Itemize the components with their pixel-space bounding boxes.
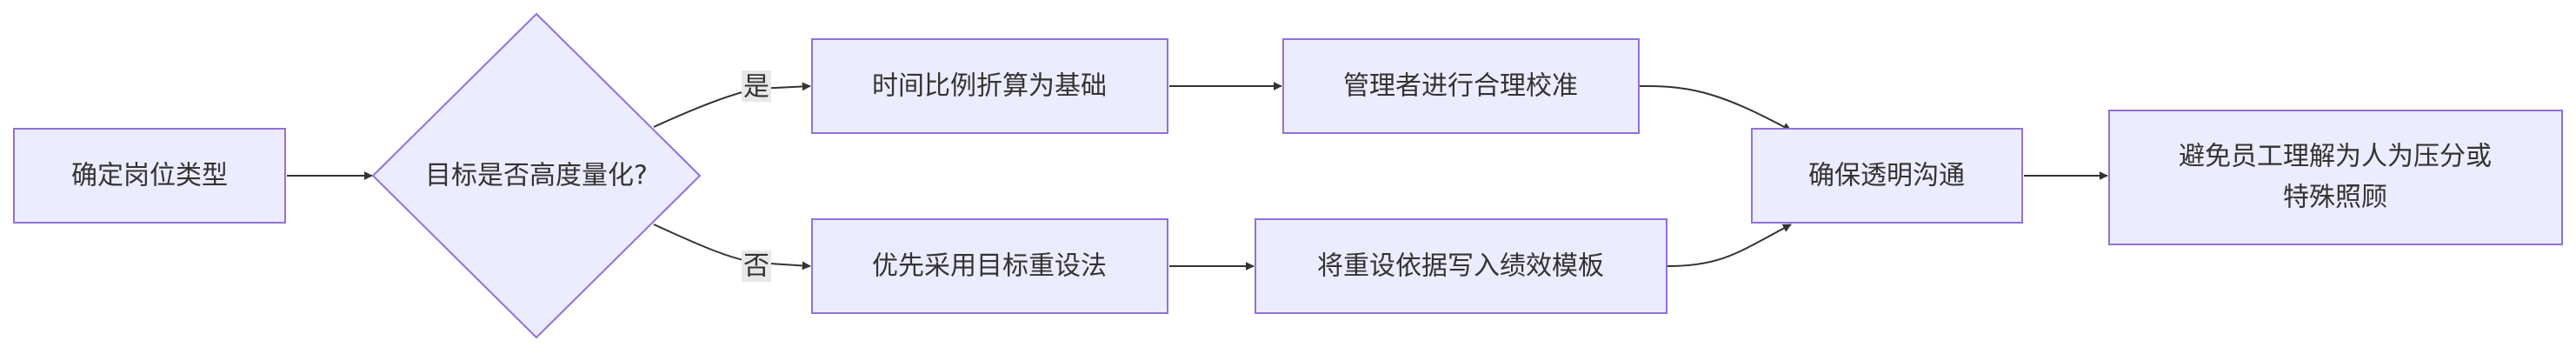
node-decision-quantified-label: 目标是否高度量化? xyxy=(425,161,648,191)
node-goal-reset: 优先采用目标重设法 xyxy=(811,218,1168,314)
node-goal-reset-label: 优先采用目标重设法 xyxy=(872,251,1107,282)
edge-label-yes: 是 xyxy=(742,70,771,103)
edge-label-no: 否 xyxy=(742,250,771,282)
edge-b-to-e xyxy=(653,224,811,271)
node-determine-position-type: 确定岗位类型 xyxy=(13,128,286,224)
node-manager-calibration-label: 管理者进行合理校准 xyxy=(1343,71,1578,102)
node-write-template-label: 将重设依据写入绩效模板 xyxy=(1317,251,1604,282)
edges xyxy=(287,82,2108,271)
node-avoid-misunderstanding-line-2: 特殊照顾 xyxy=(2283,183,2387,213)
node-determine-position-type-label: 确定岗位类型 xyxy=(71,161,228,191)
edge-label-no-text: 否 xyxy=(743,251,769,282)
node-transparent-communication-label: 确保透明沟通 xyxy=(1808,161,1965,191)
node-write-template: 将重设依据写入绩效模板 xyxy=(1255,218,1667,314)
edge-label-yes-text: 是 xyxy=(743,72,769,103)
edge-f-to-g xyxy=(1667,224,1792,267)
edge-d-to-g xyxy=(1639,84,1792,131)
node-avoid-misunderstanding: 避免员工理解为人为压分或 特殊照顾 xyxy=(2108,110,2563,245)
node-time-proportion-label: 时间比例折算为基础 xyxy=(872,71,1107,102)
node-decision-quantified: 目标是否高度量化? xyxy=(371,12,702,339)
node-time-proportion: 时间比例折算为基础 xyxy=(811,38,1168,134)
edge-b-to-c xyxy=(653,82,811,128)
node-transparent-communication: 确保透明沟通 xyxy=(1751,128,2023,224)
node-manager-calibration: 管理者进行合理校准 xyxy=(1282,38,1640,134)
node-avoid-misunderstanding-line-1: 避免员工理解为人为压分或 xyxy=(2179,142,2492,172)
